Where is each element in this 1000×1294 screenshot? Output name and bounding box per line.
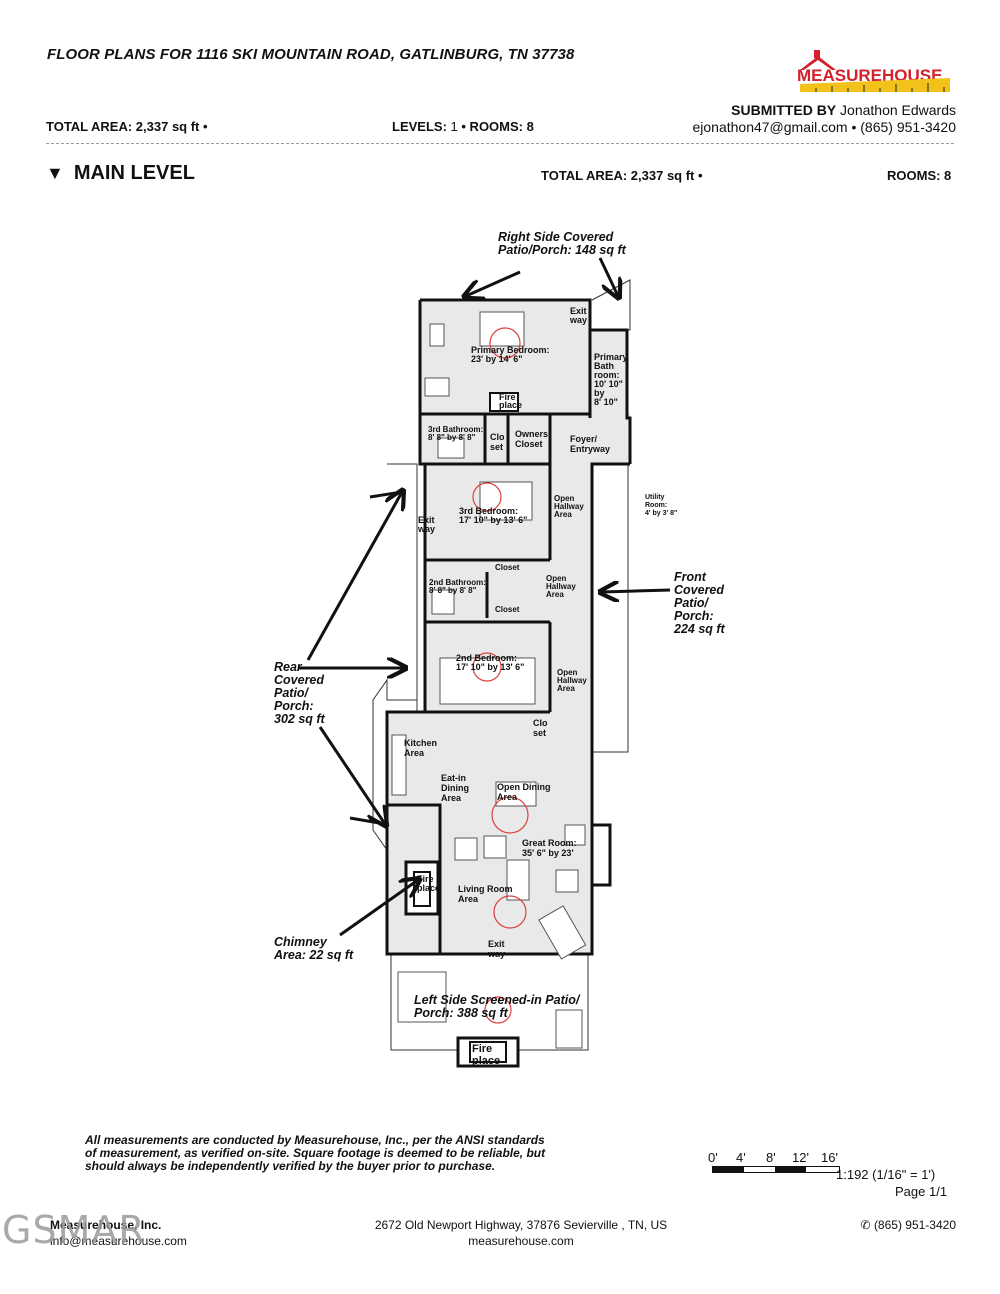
third-bathroom-label: 3rd Bathroom:8' 8" by 8' 8" — [428, 425, 483, 442]
submitted-by: SUBMITTED BY Jonathon Edwards — [731, 102, 956, 118]
collapse-triangle-icon[interactable]: ▼ — [46, 163, 64, 183]
closet-c-label: Closet — [495, 605, 520, 614]
foyer-label: Foyer/Entryway — [570, 434, 610, 454]
scale-bar: 0' 4' 8' 12' 16' 1:192 (1/16" = 1') Page… — [708, 1150, 948, 1199]
footer-email[interactable]: info@measurehouse.com — [50, 1234, 187, 1248]
second-bathroom-label: 2nd Bathroom:8' 8" by 8' 8" — [429, 578, 486, 595]
contact: ejonathon47@gmail.com • (865) 951-3420 — [692, 119, 956, 135]
footer-website[interactable]: measurehouse.com — [468, 1234, 574, 1248]
divider — [46, 143, 954, 144]
great-room-label: Great Room:35' 6" by 23' — [522, 838, 577, 858]
second-bedroom-label: 2nd Bedroom:17' 10" by 13' 6" — [456, 653, 524, 672]
owners-closet-label: Owners'Closet — [515, 429, 550, 449]
level-rooms: ROOMS: 8 — [887, 168, 952, 183]
primary-bedroom-label: Primary Bedroom:23' by 14' 6" — [471, 345, 550, 364]
front-porch-outline — [591, 461, 629, 753]
levels-rooms: LEVELS: 1 • ROOMS: 8 — [392, 119, 534, 134]
footer-address: 2672 Old Newport Highway, 37876 Seviervi… — [374, 1218, 668, 1232]
closet-b-label: Closet — [495, 563, 520, 572]
page-number: Page 1/1 — [895, 1184, 948, 1199]
email-link[interactable]: ejonathon47@gmail.com — [692, 119, 848, 135]
plan-title: FLOOR PLANS FOR 1116 SKI MOUNTAIN ROAD, … — [47, 46, 575, 63]
footer-company: Measurehouse, Inc. — [50, 1218, 162, 1232]
level-title[interactable]: ▼MAIN LEVEL — [46, 162, 195, 184]
phone-icon: ✆ — [860, 1218, 871, 1232]
left-patio-callout: Left Side Screened-in Patio/Porch: 388 s… — [414, 993, 581, 1020]
measurehouse-logo: MEASUREHOUSE — [797, 50, 950, 92]
footer-phone[interactable]: ✆ (865) 951-3420 — [860, 1218, 956, 1232]
scale-ratio: 1:192 (1/16" = 1') — [836, 1167, 936, 1182]
level-total-area: TOTAL AREA: 2,337 sq ft • — [541, 168, 703, 183]
disclaimer: All measurements are conducted by Measur… — [85, 1133, 546, 1173]
total-area: TOTAL AREA: 2,337 sq ft • — [46, 119, 208, 134]
watermark: GSMAR — [2, 1208, 146, 1252]
third-bedroom-label: 3rd Bedroom:17' 10" by 13' 6" — [459, 506, 527, 525]
